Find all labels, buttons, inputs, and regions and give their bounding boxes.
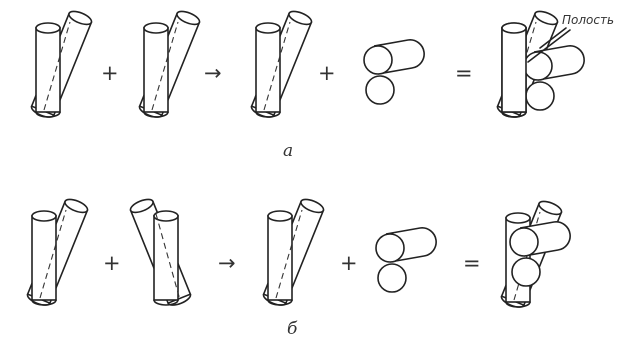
row-b-arrow: → <box>218 251 236 275</box>
row-a-cylinder-sphere <box>363 39 425 105</box>
row-b-plus-2: + <box>340 251 358 275</box>
row-a-equals: = <box>455 61 473 85</box>
row-b: + → + = б <box>26 197 571 338</box>
row-a-caption: а <box>283 141 293 161</box>
cavity-label: Полость <box>562 13 614 27</box>
row-b-plus-1: + <box>103 251 121 275</box>
row-a-pair-2 <box>138 9 201 120</box>
row-a-pair-3 <box>250 9 313 120</box>
row-b-equals: = <box>463 251 481 275</box>
row-b-pair-3 <box>262 197 325 308</box>
row-b-pair-1 <box>26 197 89 308</box>
row-b-pair-2 <box>129 197 192 308</box>
row-a-plus-2: + <box>318 61 336 85</box>
row-a-pair-1 <box>30 9 93 120</box>
row-a-plus-1: + <box>101 61 119 85</box>
row-a: + → + = Полость а <box>30 9 614 161</box>
cavity-leader-1 <box>539 27 567 49</box>
row-a-arrow: → <box>204 61 222 85</box>
row-b-cylinder-sphere <box>375 227 437 293</box>
row-b-caption: б <box>287 319 298 338</box>
cavity-leader-2 <box>527 29 571 63</box>
row-b-result <box>500 199 571 310</box>
